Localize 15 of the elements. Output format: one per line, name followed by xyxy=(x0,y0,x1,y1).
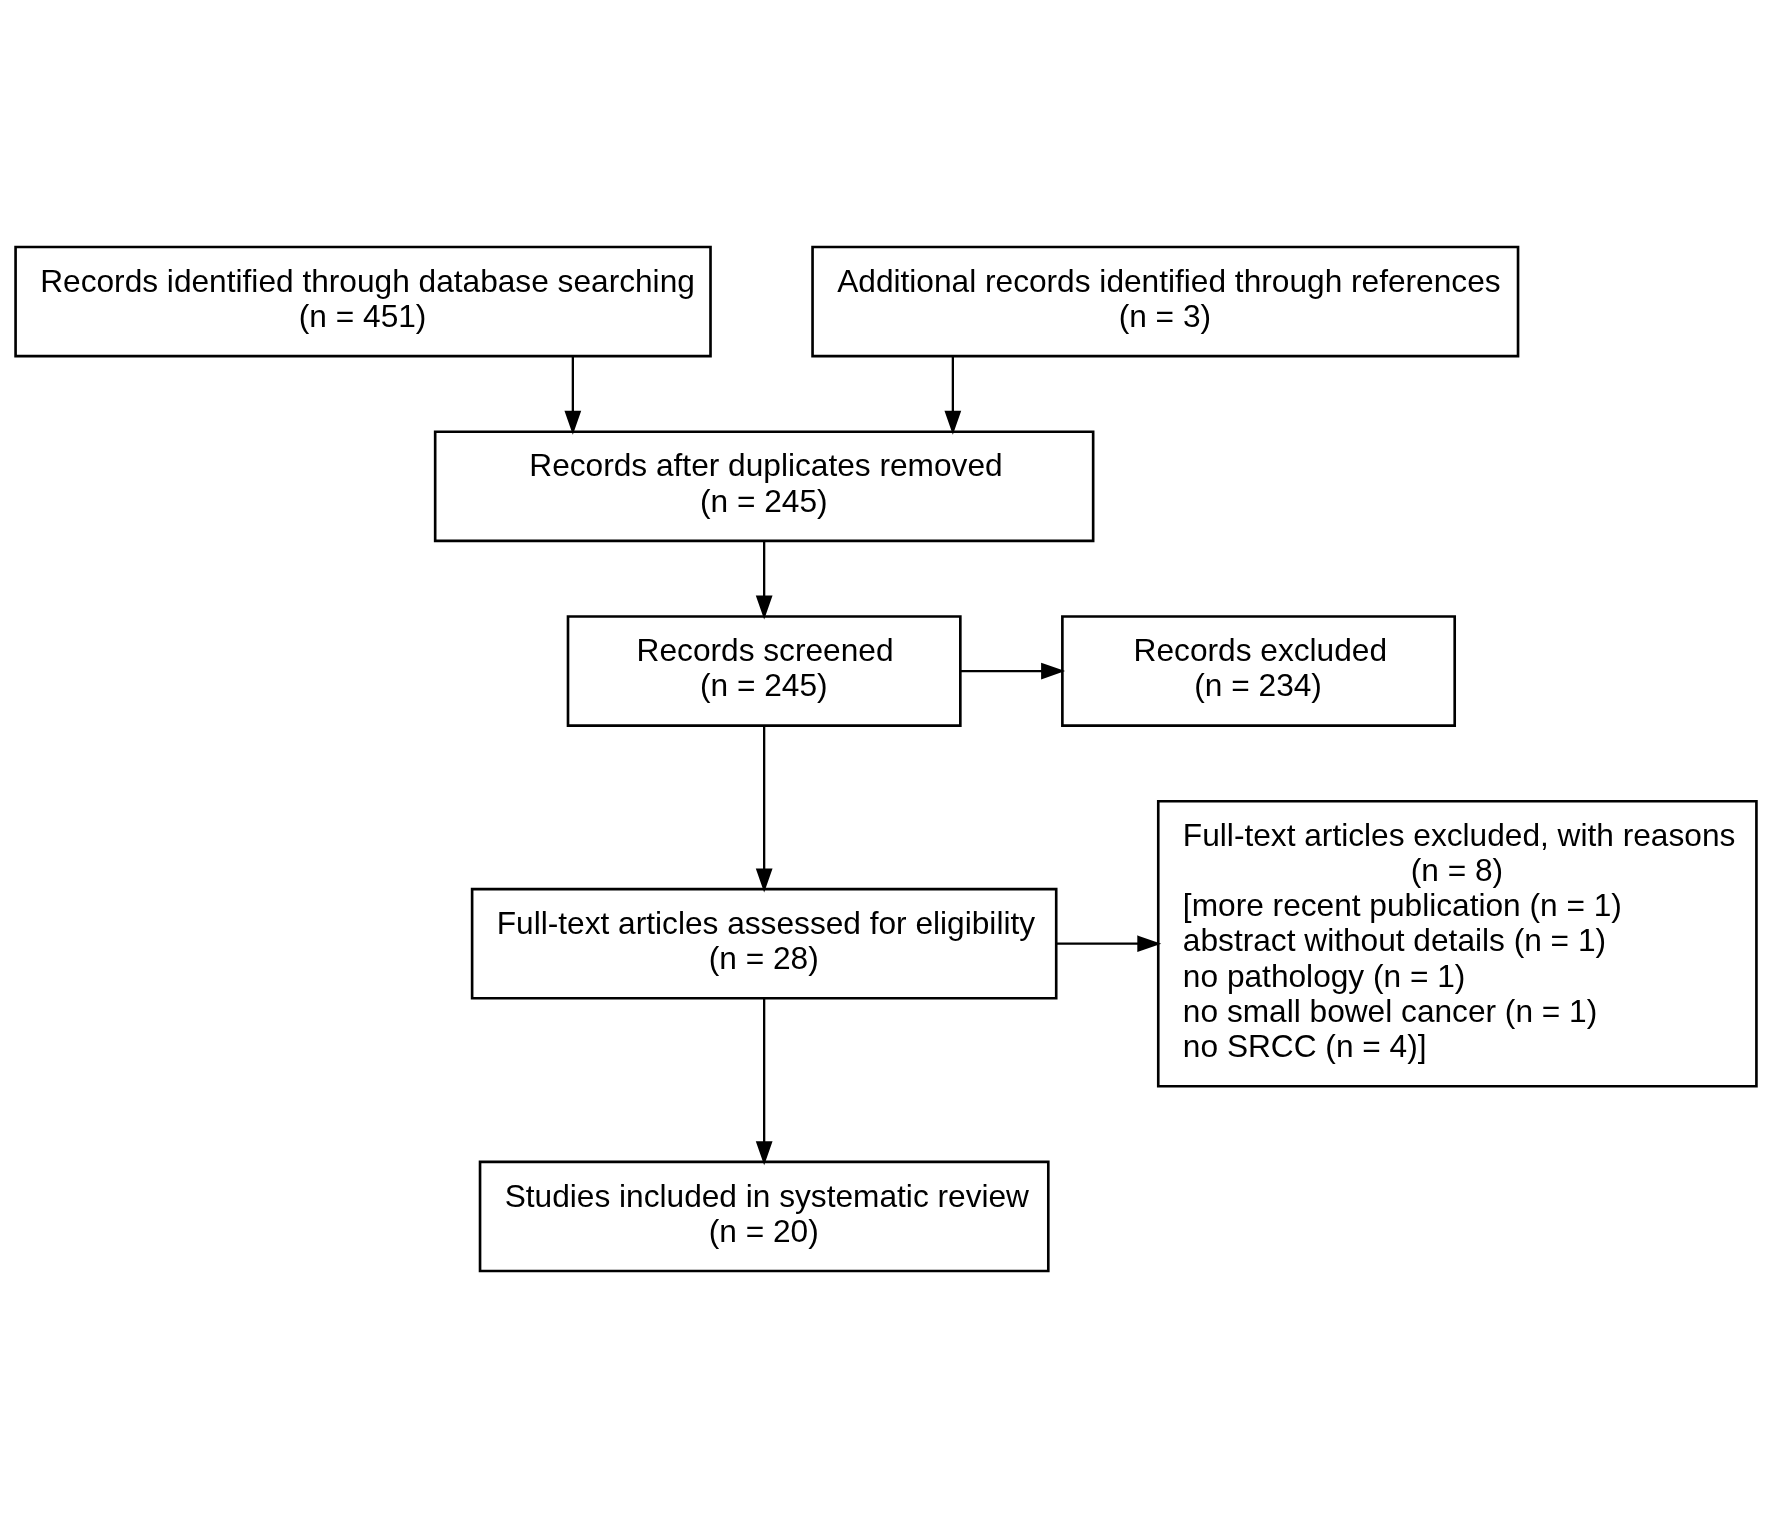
node-box: Studies included in systematic review (n = 20) xyxy=(478,1160,1050,1273)
node-box: Records excluded (n = 234) xyxy=(1061,615,1456,727)
arrow xyxy=(1056,935,1162,953)
arrow xyxy=(564,356,582,435)
node-box: Full-text articles excluded, with reasons (n = 8) [more recent publication (n = 1) abstract without details (n = 1) no pathology (n = 1) no small bowel cancer (n = 1) no SRCC (n = 4)] xyxy=(1156,799,1758,1088)
arrow xyxy=(755,541,773,620)
node-box: Additional records identified through references (n = 3) xyxy=(811,245,1520,358)
arrow xyxy=(961,662,1066,680)
arrow xyxy=(755,726,773,893)
arrow xyxy=(755,998,773,1166)
node-box: Records identified through database searching (n = 451) xyxy=(14,245,712,358)
node-box: Records after duplicates removed (n = 245) xyxy=(433,430,1095,543)
node-box: Records screened (n = 245) xyxy=(566,615,962,727)
node-box: Full-text articles assessed for eligibility (n = 28) xyxy=(470,887,1058,1000)
arrow xyxy=(944,356,962,435)
